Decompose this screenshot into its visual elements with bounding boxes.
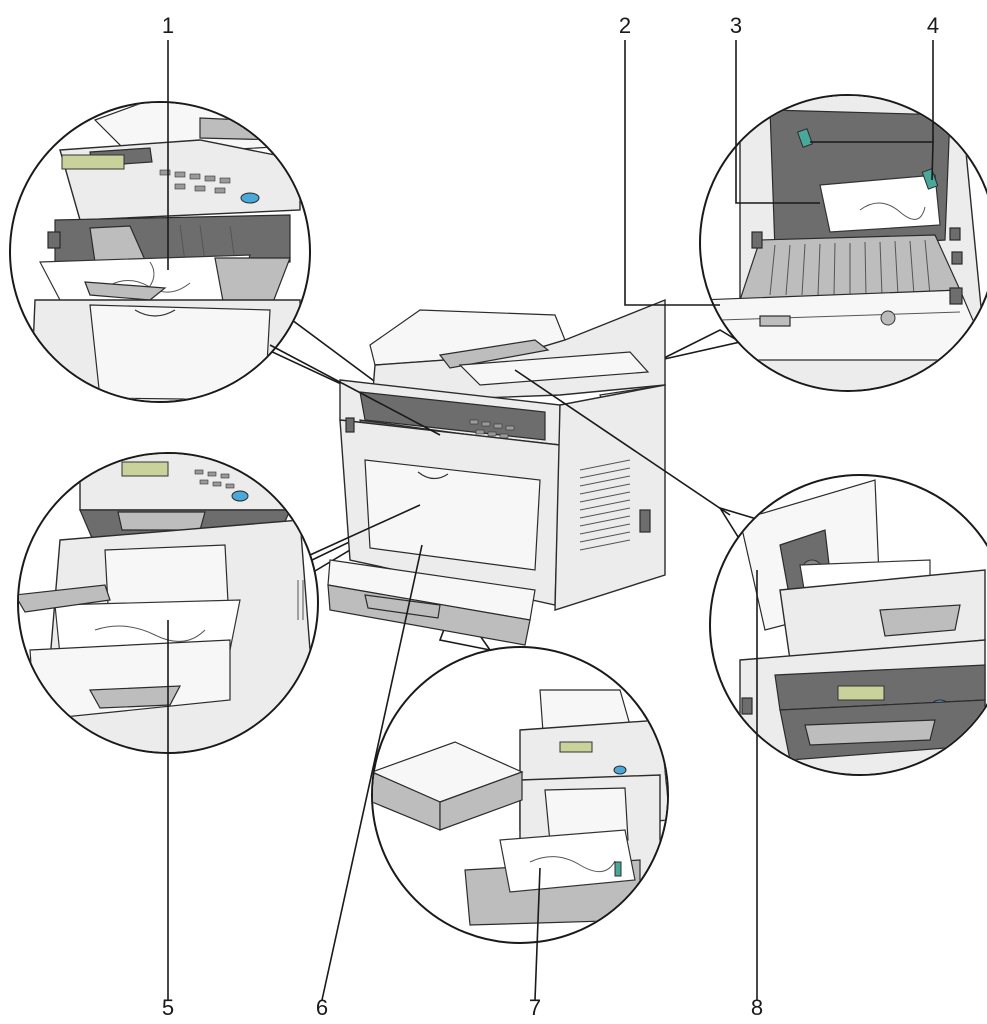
main-printer: [328, 300, 665, 645]
callout-1: 1: [162, 13, 174, 38]
detail-circle-rear-fuser: [660, 90, 987, 400]
detail-circle-paper-tray: [372, 600, 670, 943]
callout-4: 4: [927, 13, 939, 38]
callout-3: 3: [730, 13, 742, 38]
detail-circle-adf: [710, 475, 987, 780]
callout-2: 2: [619, 13, 631, 38]
